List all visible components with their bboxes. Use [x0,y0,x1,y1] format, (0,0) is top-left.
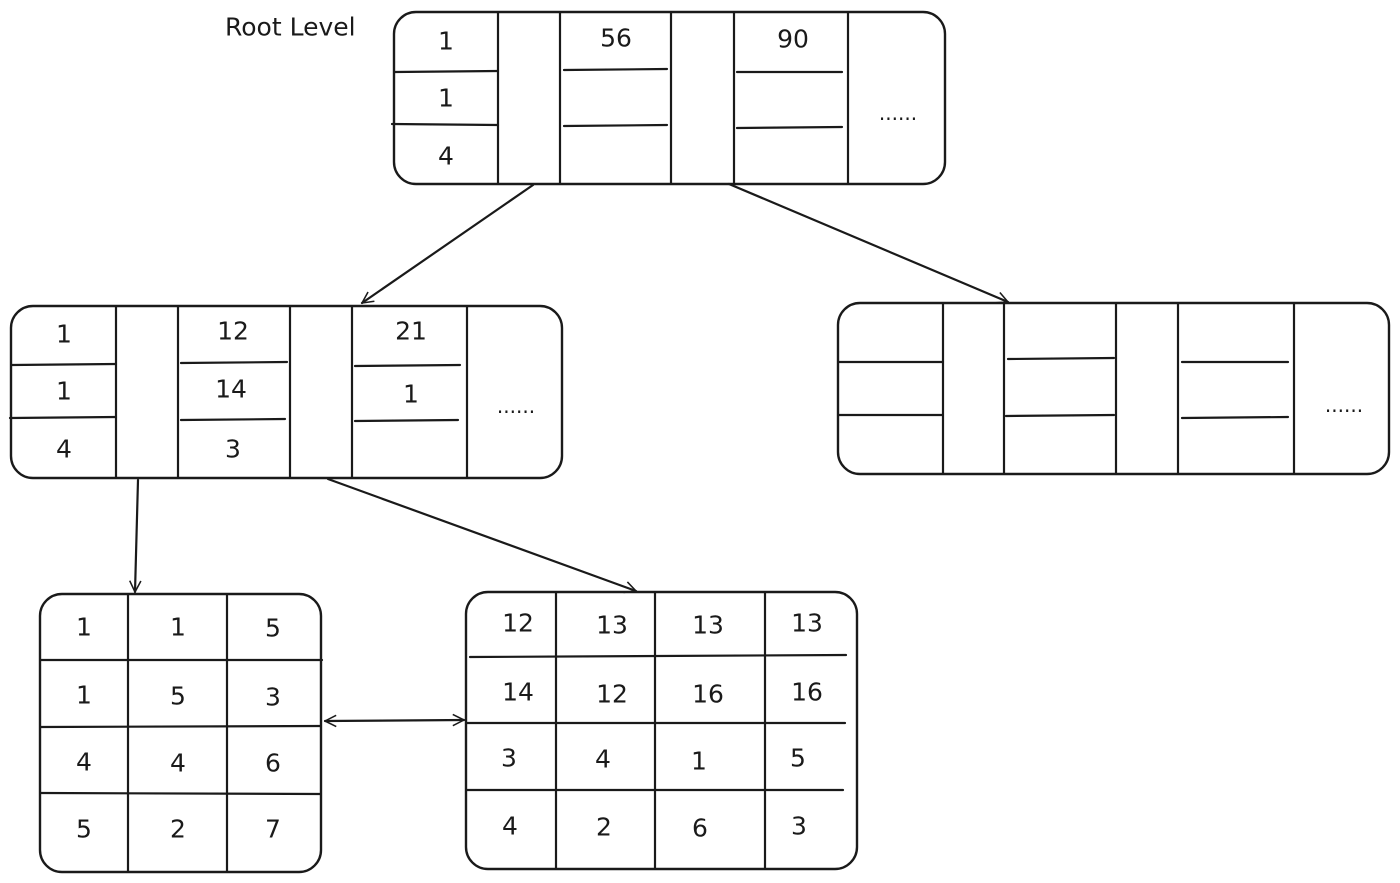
leaf-cell: 7 [265,815,281,844]
leaf-cell: 3 [791,812,807,841]
leaf-cell: 6 [692,814,708,843]
arrow-root-to-left-internal [360,183,535,305]
leaf-cell: 16 [791,678,823,707]
arrow-internal-to-left-leaf [129,478,142,594]
leaf-cell: 1 [170,613,186,642]
left-internal-node-box [9,304,564,480]
leaf-cell: 4 [170,749,186,778]
internal-key-cell: 21 [395,317,427,346]
leaf-page-right-box [464,590,859,871]
internal-key-cell: 3 [225,435,241,464]
root-key-cell: 90 [777,25,809,54]
root-ellipsis: ...... [879,101,917,125]
internal-cell: 1 [56,320,72,349]
leaf-sibling-link-arrow [323,713,466,728]
root-node: 1 1 4 56 90 ...... [390,10,947,186]
leaf-cell: 5 [790,744,806,773]
leaf-cell: 4 [76,748,92,777]
internal-key-cell: 14 [215,375,247,404]
internal-key-cell: 1 [403,380,419,409]
right-internal-ellipsis: ...... [1325,393,1363,417]
leaf-cell: 16 [692,680,724,709]
leaf-cell: 12 [502,609,534,638]
leaf-cell: 13 [692,611,724,640]
leaf-cell: 3 [501,744,517,773]
leaf-cell: 1 [76,681,92,710]
leaf-cell: 2 [170,815,186,844]
leaf-cell: 1 [76,613,92,642]
leaf-page-left-box [38,592,323,874]
leaf-cell: 6 [265,749,281,778]
arrow-root-to-right-internal [727,182,1010,304]
internal-ellipsis: ...... [497,394,535,418]
leaf-cell: 5 [170,682,186,711]
leaf-cell: 12 [596,680,628,709]
root-key-cell: 56 [600,24,632,53]
leaf-cell: 5 [76,815,92,844]
leaf-cell: 4 [502,812,518,841]
root-cell: 1 [438,27,454,56]
root-cell: 1 [438,84,454,113]
leaf-cell: 4 [595,745,611,774]
leaf-cell: 2 [596,813,612,842]
leaf-cell: 3 [265,683,281,712]
root-node-box [392,10,947,186]
internal-cell: 1 [56,377,72,406]
left-internal-node: 1 1 4 12 14 3 21 1 ...... [8,304,564,480]
internal-cell: 4 [56,435,72,464]
leaf-page-right: 12 13 13 13 14 12 16 16 3 4 1 5 4 2 6 3 [464,590,859,871]
root-level-label: Root Level [225,13,356,42]
leaf-page-left: 1 1 5 1 5 3 4 4 6 5 2 7 [38,592,324,874]
leaf-cell: 13 [596,611,628,640]
leaf-cell: 14 [502,678,534,707]
internal-key-cell: 12 [217,317,249,346]
leaf-cell: 1 [691,747,707,776]
right-internal-node-box [836,301,1391,476]
leaf-cell: 5 [265,614,281,643]
root-cell: 4 [438,142,454,171]
right-internal-node: ...... [836,301,1391,476]
leaf-cell: 13 [791,609,823,638]
arrow-internal-to-right-leaf [326,477,638,594]
